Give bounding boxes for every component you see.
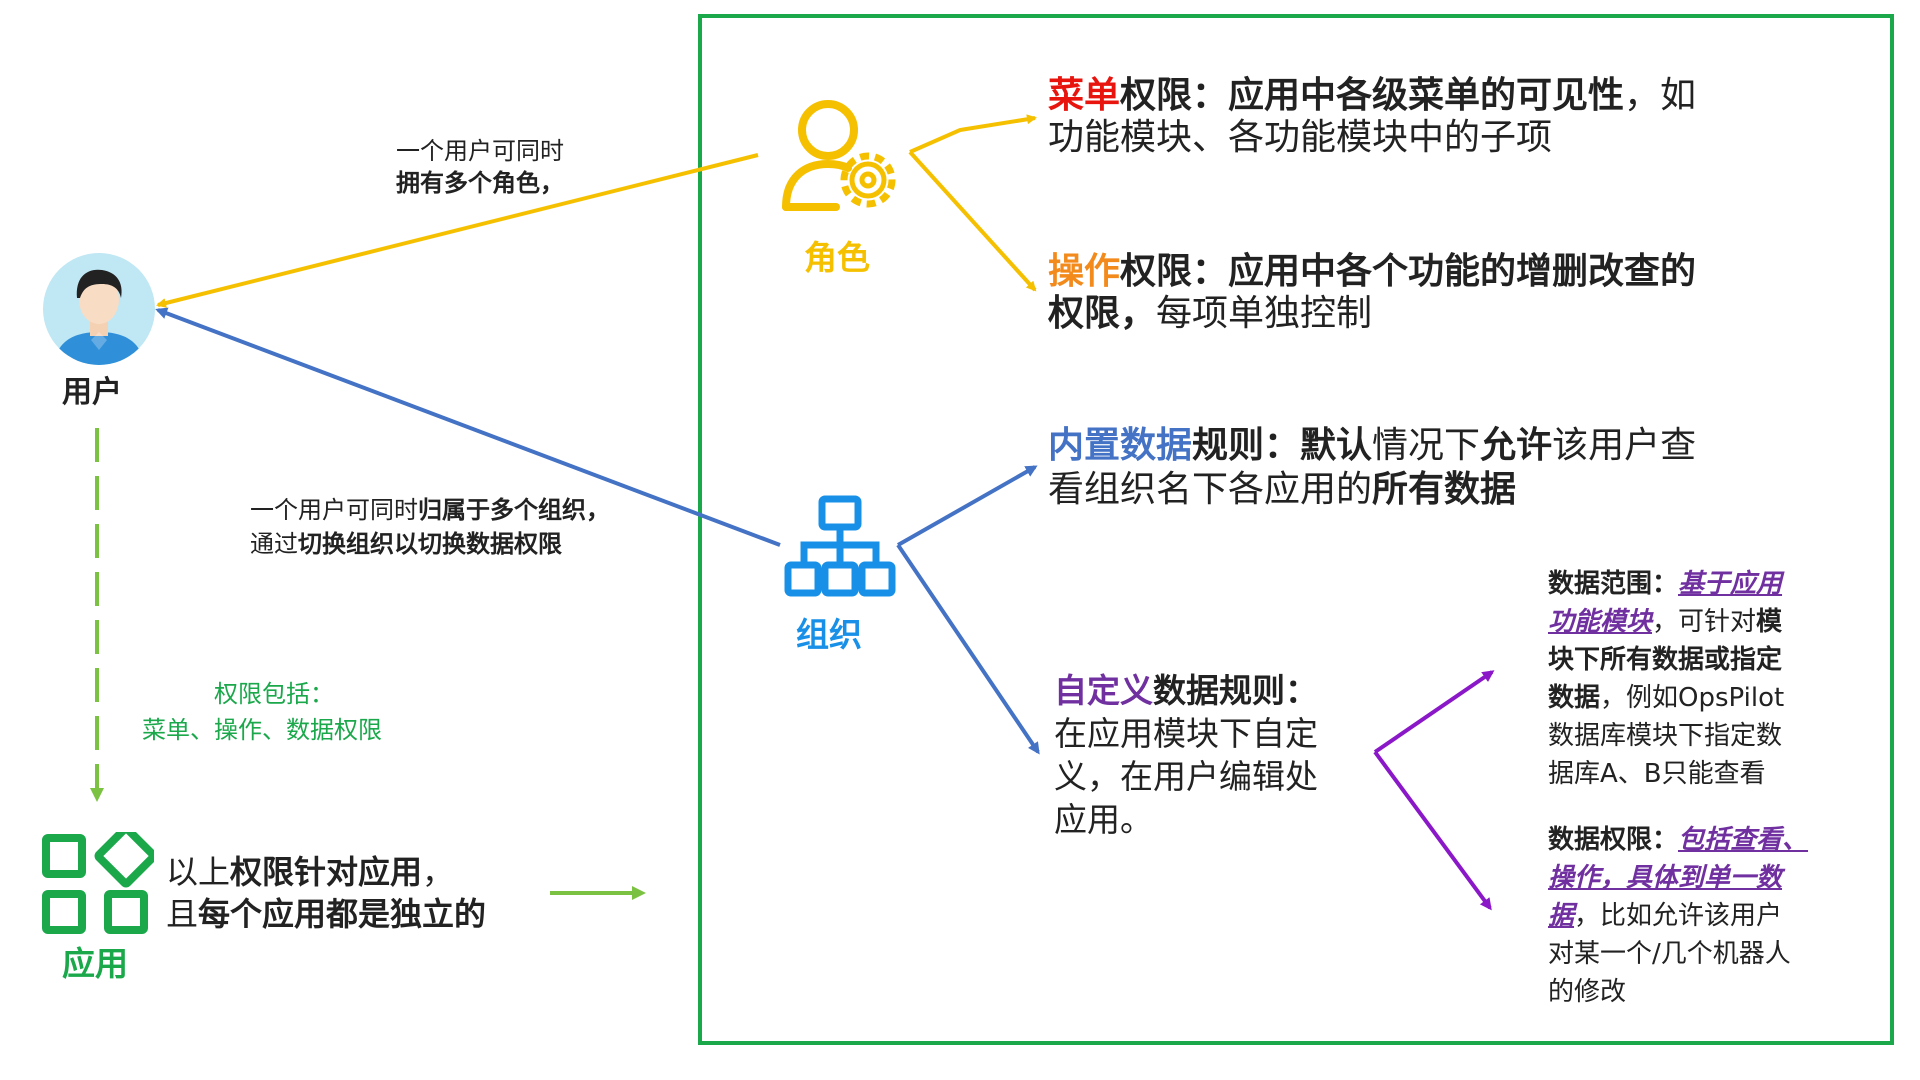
menu-permission-key: 菜单 <box>1048 75 1121 116</box>
builtin-rule-default: 默认 <box>1300 425 1373 466</box>
user-avatar-icon <box>43 253 155 365</box>
arrow-role-to-menu <box>909 114 1037 154</box>
arrow-custom-to-range <box>1373 670 1495 754</box>
op-permission-line2: 权限，每项单独控制 <box>1048 292 1372 336</box>
data-range-line6: 据库A、B只能查看 <box>1548 759 1766 789</box>
data-range-line5: 数据库模块下指定数 <box>1548 721 1783 751</box>
note-user-orgs-line2-a: 通过 <box>250 530 298 558</box>
custom-rule-title: 数据规则： <box>1153 671 1318 710</box>
app-grid-icon <box>42 832 154 934</box>
builtin-rule-line1: 内置数据规则：默认情况下允许该用户查 <box>1048 424 1696 468</box>
data-perm-tail: ，比如允许该用户 <box>1574 901 1783 931</box>
data-perm-line3: 据，比如允许该用户 <box>1548 900 1782 933</box>
menu-permission-title: 权限：应用中各级菜单的可见性 <box>1120 75 1625 116</box>
app-text-line2-b: 每个应用都是独立的 <box>198 895 487 933</box>
data-perm-line2: 操作，具体到单一数 <box>1548 863 1783 893</box>
menu-permission-tail: ，如 <box>1624 75 1697 116</box>
app-text-line2-a: 且 <box>166 895 199 933</box>
custom-rule-line1: 自定义数据规则： <box>1054 670 1318 712</box>
builtin-rule-title: 规则： <box>1192 425 1301 466</box>
data-range-line4-tail: ，例如OpsPilot <box>1600 683 1785 713</box>
builtin-rule-mid: 情况下 <box>1372 425 1481 466</box>
user-label: 用户 <box>62 375 122 410</box>
arrow-org-to-builtin <box>897 465 1038 547</box>
org-label: 组织 <box>796 615 862 654</box>
custom-rule-line3: 义，在用户编辑处 <box>1054 757 1318 796</box>
role-label: 角色 <box>804 238 870 277</box>
note-perm-includes-line2: 菜单、操作、数据权限 <box>142 716 382 744</box>
op-permission-line2-b: 每项单独控制 <box>1156 293 1373 334</box>
builtin-rule-line2-a: 看组织名下各应用的 <box>1048 469 1373 510</box>
note-user-orgs-line2: 通过切换组织以切换数据权限 <box>250 528 562 560</box>
note-user-orgs-line1-a: 一个用户可同时 <box>250 496 418 524</box>
note-user-roles-line2: 拥有多个角色， <box>396 169 564 197</box>
user-node: 用户 <box>40 252 160 412</box>
data-range-line3: 块下所有数据或指定 <box>1548 645 1783 675</box>
builtin-rule-line2-b: 所有数据 <box>1372 469 1517 510</box>
data-range-em1: 基于应用 <box>1678 569 1783 599</box>
arrow-role-to-user <box>156 153 759 308</box>
note-user-orgs-line2-b: 切换组织以切换数据权限 <box>298 530 562 558</box>
app-node: 应用 <box>42 832 162 992</box>
arrow-role-to-op <box>908 150 1037 292</box>
data-range-em2: 功能模块 <box>1548 607 1653 637</box>
builtin-rule-key: 内置数据 <box>1048 425 1193 466</box>
org-tree-icon <box>784 495 896 597</box>
role-node: 角色 <box>770 92 910 292</box>
app-text-line1: 以上权限针对应用， <box>166 852 454 892</box>
app-label: 应用 <box>62 944 128 983</box>
data-range-line4: 数据，例如OpsPilot <box>1548 682 1784 715</box>
data-perm-em1: 包括查看、 <box>1678 825 1809 855</box>
data-range-tail: ，可针对 <box>1652 607 1757 637</box>
data-range-line1: 数据范围：基于应用 <box>1548 568 1782 601</box>
custom-rule-line4: 应用。 <box>1054 800 1153 839</box>
app-text-line1-a: 以上 <box>166 853 231 891</box>
data-perm-key: 数据权限： <box>1548 825 1679 855</box>
data-perm-em3: 据 <box>1548 901 1575 931</box>
app-text-line1-c: ， <box>422 853 455 891</box>
op-permission-line1: 操作权限：应用中各个功能的增删改查的 <box>1048 250 1696 294</box>
note-perm-includes-line1: 权限包括： <box>214 680 334 708</box>
org-node: 组织 <box>778 495 908 665</box>
data-perm-line4: 对某一个/几个机器人 <box>1548 939 1791 969</box>
data-range-bold-a: 模 <box>1756 607 1783 637</box>
arrow-custom-to-perm <box>1373 750 1492 911</box>
op-permission-line2-a: 权限， <box>1048 293 1157 334</box>
data-range-key: 数据范围： <box>1548 569 1679 599</box>
role-gear-icon <box>782 100 896 211</box>
note-user-orgs-line1-b: 归属于多个组织， <box>418 496 610 524</box>
app-text-line2: 且每个应用都是独立的 <box>166 894 486 934</box>
arrow-org-to-custom <box>896 543 1040 755</box>
data-range-line2: 功能模块，可针对模 <box>1548 606 1782 639</box>
custom-rule-key: 自定义 <box>1054 671 1153 710</box>
note-user-roles-line1: 一个用户可同时 <box>396 137 564 165</box>
op-permission-key: 操作 <box>1048 251 1121 292</box>
builtin-rule-allow: 允许 <box>1480 425 1553 466</box>
data-perm-line1: 数据权限：包括查看、 <box>1548 824 1808 857</box>
arrow-org-to-user <box>155 307 781 547</box>
custom-rule-line2: 在应用模块下自定 <box>1054 714 1318 753</box>
builtin-rule-line2: 看组织名下各应用的所有数据 <box>1048 468 1516 512</box>
note-user-orgs-line1: 一个用户可同时归属于多个组织， <box>250 494 610 526</box>
menu-permission-line2: 功能模块、各功能模块中的子项 <box>1048 117 1553 158</box>
builtin-rule-tail: 该用户查 <box>1552 425 1697 466</box>
permissions-frame <box>698 14 1894 1045</box>
data-range-bold-c: 数据 <box>1548 683 1601 713</box>
op-permission-title: 权限：应用中各个功能的增删改查的 <box>1120 251 1697 292</box>
app-text-line1-b: 权限针对应用 <box>230 853 423 891</box>
data-perm-line5: 的修改 <box>1548 977 1627 1007</box>
menu-permission-line1: 菜单权限：应用中各级菜单的可见性，如 <box>1048 74 1696 118</box>
